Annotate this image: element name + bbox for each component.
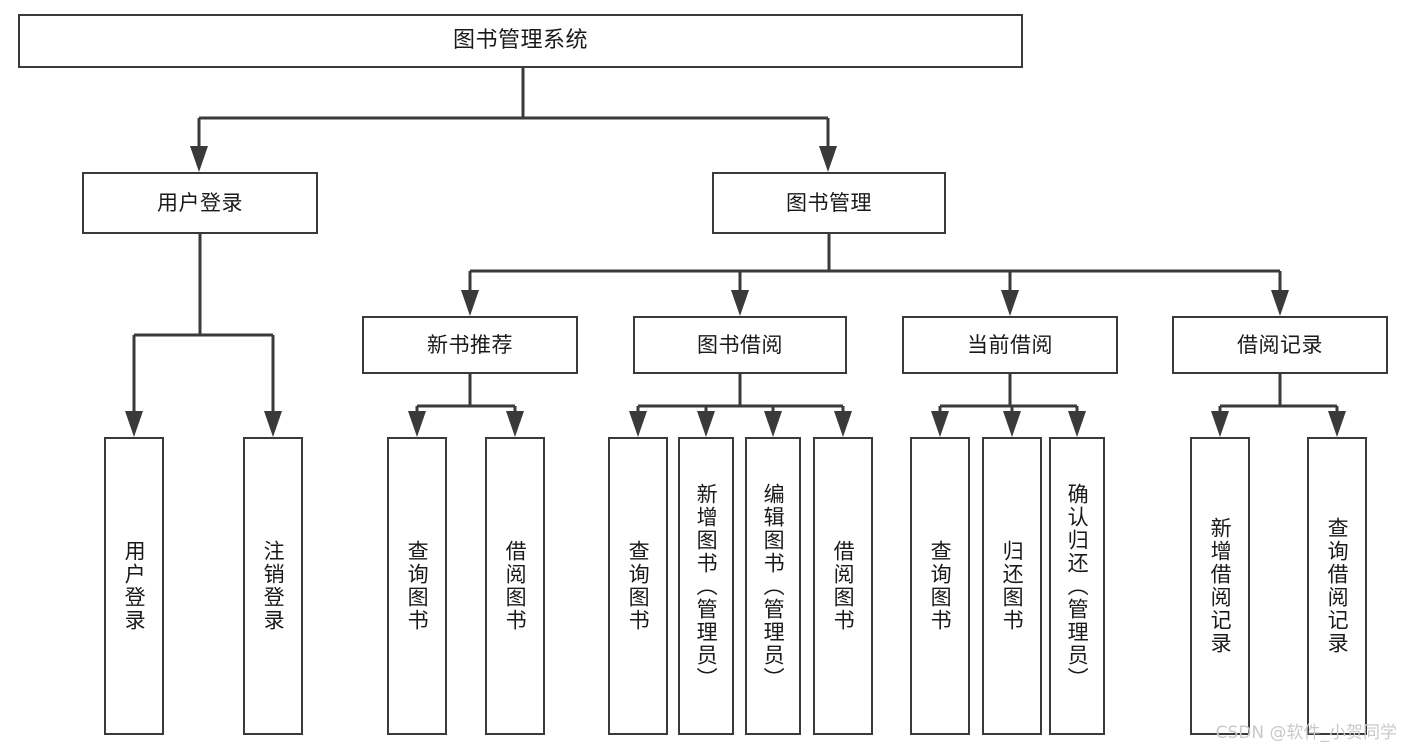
node-label: 编辑图书（管理员） (761, 482, 786, 690)
arrow-head-icon (461, 290, 479, 316)
arrow-head-icon (931, 411, 949, 437)
node-leaf-confirm-return: 确认归还（管理员） (1049, 437, 1105, 735)
node-label: 用户登录 (157, 190, 243, 215)
node-leaf-add-record: 新增借阅记录 (1190, 437, 1250, 735)
arrow-head-icon (819, 146, 837, 172)
node-book-manage: 图书管理 (712, 172, 946, 234)
node-leaf-logout: 注销登录 (243, 437, 303, 735)
node-book-borrow: 图书借阅 (633, 316, 847, 374)
node-label: 图书管理 (786, 190, 872, 215)
node-label: 新增图书（管理员） (694, 482, 719, 690)
arrow-head-icon (264, 411, 282, 437)
node-label: 查询借阅记录 (1325, 517, 1350, 655)
node-user-login: 用户登录 (82, 172, 318, 234)
node-current-borrow: 当前借阅 (902, 316, 1118, 374)
node-leaf-query-book-1: 查询图书 (387, 437, 447, 735)
arrow-head-icon (125, 411, 143, 437)
node-leaf-edit-book: 编辑图书（管理员） (745, 437, 801, 735)
node-leaf-add-book: 新增图书（管理员） (678, 437, 734, 735)
node-label: 借阅图书 (503, 540, 528, 632)
node-label: 当前借阅 (967, 332, 1053, 357)
node-borrow-record: 借阅记录 (1172, 316, 1388, 374)
arrow-head-icon (506, 411, 524, 437)
node-label: 借阅图书 (831, 540, 856, 632)
node-label: 用户登录 (122, 540, 147, 632)
arrow-head-icon (1328, 411, 1346, 437)
node-leaf-query-book-2: 查询图书 (608, 437, 668, 735)
node-label: 图书管理系统 (452, 28, 588, 54)
node-label: 图书借阅 (697, 332, 783, 357)
node-label: 借阅记录 (1237, 332, 1323, 357)
node-label: 注销登录 (261, 540, 286, 632)
node-leaf-return-book: 归还图书 (982, 437, 1042, 735)
arrow-head-icon (834, 411, 852, 437)
node-label: 新增借阅记录 (1208, 517, 1233, 655)
node-root: 图书管理系统 (18, 14, 1023, 68)
arrow-head-icon (408, 411, 426, 437)
node-label: 查询图书 (405, 540, 430, 632)
node-label: 确认归还（管理员） (1065, 482, 1090, 690)
arrow-head-icon (1001, 290, 1019, 316)
arrow-head-icon (1271, 290, 1289, 316)
node-leaf-user-login: 用户登录 (104, 437, 164, 735)
arrow-head-icon (1068, 411, 1086, 437)
arrow-head-icon (1003, 411, 1021, 437)
node-label: 查询图书 (626, 540, 651, 632)
node-leaf-query-record: 查询借阅记录 (1307, 437, 1367, 735)
node-leaf-borrow-book-2: 借阅图书 (813, 437, 873, 735)
arrow-head-icon (1211, 411, 1229, 437)
arrow-head-icon (697, 411, 715, 437)
arrow-head-icon (764, 411, 782, 437)
node-new-book-rec: 新书推荐 (362, 316, 578, 374)
arrow-head-icon (190, 146, 208, 172)
node-label: 归还图书 (1000, 540, 1025, 632)
node-label: 新书推荐 (427, 332, 513, 357)
arrow-head-icon (731, 290, 749, 316)
node-leaf-borrow-book-1: 借阅图书 (485, 437, 545, 735)
node-label: 查询图书 (928, 540, 953, 632)
arrow-head-icon (629, 411, 647, 437)
node-leaf-query-book-3: 查询图书 (910, 437, 970, 735)
